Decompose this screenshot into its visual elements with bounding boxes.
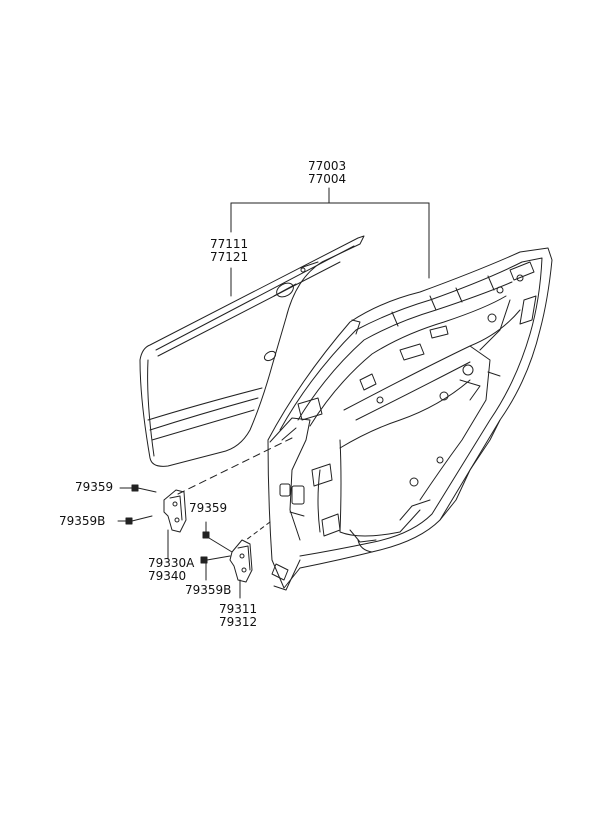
label-bolt-lower-right: 79359B [185, 583, 232, 597]
bolt-lower-right [201, 556, 230, 580]
label-bolt-lower-left: 79359B [59, 514, 106, 528]
bolt-upper-left [120, 485, 156, 492]
lower-hinge [230, 540, 252, 598]
bolt-upper-right [203, 522, 232, 552]
label-bolt-upper-left: 79359 [75, 480, 114, 494]
label-door-assembly: 77003 77004 [308, 159, 347, 186]
label-upper-hinge: 79330A 79340 [148, 556, 195, 583]
upper-hinge [164, 490, 186, 558]
door-frame [268, 248, 552, 590]
assembly-leader [230, 187, 430, 297]
label-lower-hinge: 79311 79312 [219, 602, 258, 629]
label-bolt-upper-right: 79359 [189, 501, 228, 515]
alignment-dashes [177, 437, 293, 541]
outer-door-panel [140, 236, 364, 466]
bolt-lower-left [118, 516, 152, 524]
label-outer-panel: 77111 77121 [210, 237, 249, 264]
